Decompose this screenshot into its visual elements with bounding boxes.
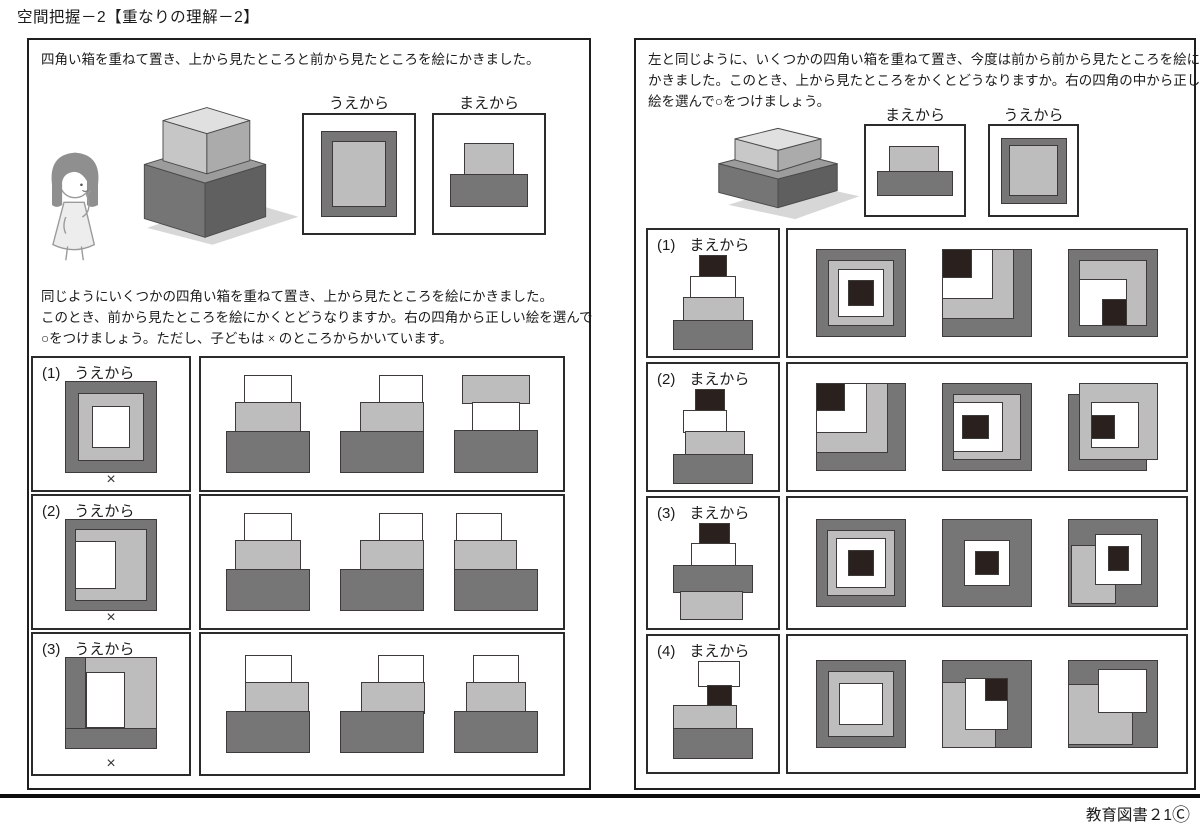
answer-choice[interactable] — [226, 511, 310, 613]
front-view-figure — [673, 389, 753, 487]
problem-view-cell: (2) まえから — [646, 362, 780, 492]
problem-view-cell: (2) うえから × — [31, 494, 191, 630]
problem-row: (2) まえから — [636, 362, 1194, 492]
answer-choice[interactable] — [1068, 249, 1158, 337]
publisher-name: 教育図書２1 — [1085, 807, 1172, 824]
view-direction-label: まえから — [689, 371, 750, 388]
instruction-line: 同じようにいくつかの四角い箱を重ねて置き、上から見たところを絵にかきました。 — [41, 289, 554, 304]
footer-rule — [0, 794, 1200, 798]
problem-number: (2) — [42, 503, 61, 520]
answer-choice[interactable] — [816, 660, 906, 748]
problem-row: (1) うえから × — [29, 356, 589, 492]
front-view-figure — [673, 523, 753, 623]
top-view-example-figure — [321, 131, 397, 217]
answer-choice[interactable] — [454, 511, 538, 613]
left-panel: 四角い箱を重ねて置き、上から見たところと前から見たところを絵にかきました。 — [27, 38, 593, 790]
front-view-label: まえから — [884, 107, 945, 124]
right-intro-text: 左と同じように、いくつかの四角い箱を重ねて置き、今度は前から前から見たところを絵… — [648, 49, 1200, 112]
viewpoint-cross-mark: × — [106, 755, 116, 772]
view-direction-label: まえから — [689, 237, 750, 254]
answer-choice[interactable] — [226, 653, 310, 755]
answer-choice[interactable] — [816, 249, 906, 337]
view-direction-label: うえから — [74, 365, 135, 382]
footer-text: 教育図書２1Ⓒ — [1086, 801, 1190, 827]
answer-choice[interactable] — [340, 653, 425, 755]
page-title: 空間把握－2【重なりの理解－2】 — [17, 9, 260, 26]
problem-number: (3) — [42, 641, 61, 658]
top-view-figure — [65, 381, 157, 473]
copyright-icon: Ⓒ — [1172, 805, 1190, 825]
front-view-example-frame — [864, 124, 966, 217]
girl-illustration — [29, 138, 121, 273]
problem-number: (1) — [657, 237, 676, 254]
problem-number: (3) — [657, 505, 676, 522]
problem-row: (4) まえから — [636, 634, 1194, 774]
answer-choice[interactable] — [942, 249, 1032, 337]
front-view-example-figure — [872, 135, 958, 207]
stacked-boxes-3d-illustration — [692, 112, 864, 226]
answer-choices-cell — [786, 634, 1188, 774]
answer-choice[interactable] — [454, 653, 538, 755]
answer-choice[interactable] — [454, 373, 538, 475]
left-intro-text: 四角い箱を重ねて置き、上から見たところと前から見たところを絵にかきました。 — [41, 52, 540, 67]
top-view-example-frame — [988, 124, 1079, 217]
answer-choice[interactable] — [816, 519, 906, 607]
viewpoint-cross-mark: × — [106, 609, 116, 626]
front-view-figure — [673, 661, 753, 761]
problem-row: (2) うえから × — [29, 494, 589, 630]
view-direction-label: うえから — [74, 503, 135, 520]
top-view-label: うえから — [1003, 107, 1064, 124]
problem-number: (2) — [657, 371, 676, 388]
problem-view-cell: (1) まえから — [646, 228, 780, 358]
top-view-example-frame — [302, 113, 416, 235]
answer-choice[interactable] — [942, 383, 1032, 471]
answer-choices-cell — [199, 356, 565, 492]
answer-choices-cell — [786, 496, 1188, 630]
front-view-figure — [673, 255, 753, 353]
top-view-example-figure — [1000, 137, 1067, 204]
front-view-example-figure — [441, 131, 537, 217]
answer-choice[interactable] — [816, 383, 906, 471]
top-view-figure — [65, 519, 157, 611]
front-view-label: まえから — [458, 95, 519, 112]
answer-choice[interactable] — [1068, 660, 1158, 748]
problem-view-cell: (1) うえから × — [31, 356, 191, 492]
view-direction-label: まえから — [689, 643, 750, 660]
view-direction-label: まえから — [689, 505, 750, 522]
left-instruction-text: 同じようにいくつかの四角い箱を重ねて置き、上から見たところを絵にかきました。 こ… — [41, 286, 593, 349]
answer-choices-cell — [199, 632, 565, 776]
answer-choice[interactable] — [1068, 519, 1158, 607]
answer-choice[interactable] — [226, 373, 310, 475]
right-panel: 左と同じように、いくつかの四角い箱を重ねて置き、今度は前から前から見たところを絵… — [634, 38, 1200, 790]
problem-view-cell: (4) まえから — [646, 634, 780, 774]
answer-choice[interactable] — [942, 660, 1032, 748]
front-view-example-frame — [432, 113, 546, 235]
top-view-label: うえから — [328, 95, 389, 112]
top-view-figure — [65, 657, 157, 749]
problem-number: (1) — [42, 365, 61, 382]
instruction-line: このとき、前から見たところを絵にかくとどうなりますか。右の四角から正しい絵を選ん… — [41, 310, 593, 325]
problem-row: (1) まえから — [636, 228, 1194, 358]
problem-row: (3) うえから × — [29, 632, 589, 776]
answer-choices-cell — [786, 362, 1188, 492]
answer-choices-cell — [786, 228, 1188, 358]
answer-choice[interactable] — [340, 373, 424, 475]
stacked-boxes-3d-illustration — [93, 82, 303, 260]
problem-view-cell: (3) まえから — [646, 496, 780, 630]
viewpoint-cross-mark: × — [106, 471, 116, 488]
problem-row: (3) まえから — [636, 496, 1194, 630]
answer-choice[interactable] — [942, 519, 1032, 607]
instruction-line: 左と同じように、いくつかの四角い箱を重ねて置き、今度は前から前から見たところを絵… — [648, 52, 1200, 67]
answer-choice[interactable] — [1068, 383, 1158, 471]
answer-choice[interactable] — [340, 511, 424, 613]
instruction-line: 絵を選んで○をつけましょう。 — [648, 94, 831, 109]
problem-number: (4) — [657, 643, 676, 660]
instruction-line: ○をつけましょう。ただし、子どもは × のところからかいています。 — [41, 331, 453, 346]
answer-choices-cell — [199, 494, 565, 630]
problem-view-cell: (3) うえから × — [31, 632, 191, 776]
instruction-line: かきました。このとき、上から見たところをかくとどうなりますか。右の四角の中から正… — [648, 73, 1200, 88]
view-direction-label: うえから — [74, 641, 135, 658]
